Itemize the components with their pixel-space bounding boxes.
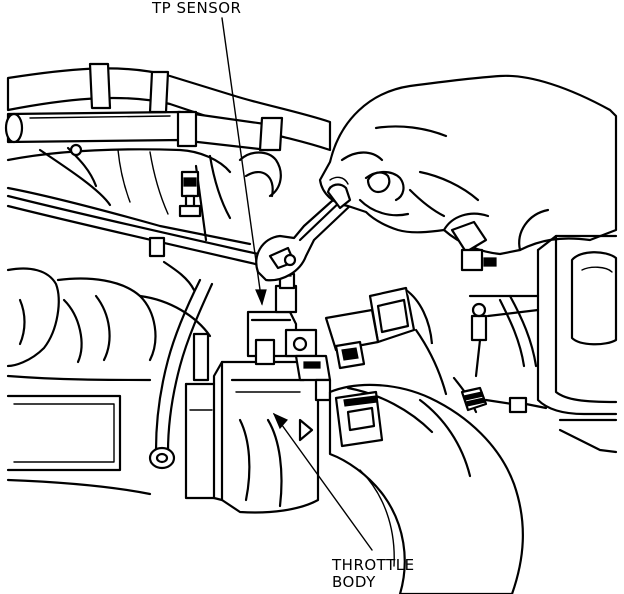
vacuum-line xyxy=(6,194,270,292)
vacuum-fitting xyxy=(178,170,202,218)
hose-clamp-right xyxy=(450,220,497,272)
tp-sensor-label: TP SENSOR xyxy=(152,0,242,17)
callout-leaders xyxy=(221,17,373,551)
throttle-body-label-line1: THROTTLE xyxy=(332,556,415,574)
throttle-body xyxy=(184,360,320,514)
throttle-body-label-line2: BODY xyxy=(332,573,376,591)
hand xyxy=(318,74,618,256)
electrical-connector xyxy=(324,286,448,396)
air-inlet-duct xyxy=(328,383,524,594)
tp-sensor xyxy=(246,310,332,402)
upper-hose-assembly xyxy=(4,62,332,198)
right-bracket xyxy=(468,234,618,454)
intake-manifold xyxy=(6,143,252,246)
throttle-body-label: THROTTLE BODY xyxy=(332,557,415,591)
air-intake-plenum xyxy=(6,267,212,496)
throttle-cable xyxy=(452,376,548,414)
coolant-hose xyxy=(148,278,214,470)
